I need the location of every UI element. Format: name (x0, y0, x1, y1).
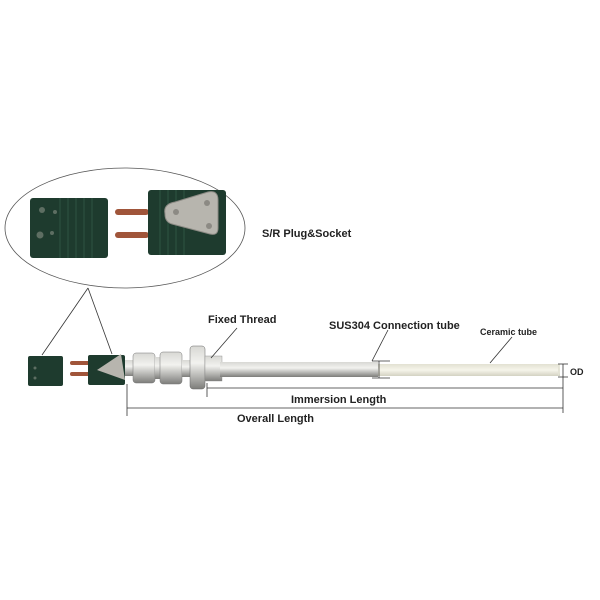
od-label: OD (570, 367, 584, 377)
fixed-thread-nut (189, 345, 206, 390)
callout-line (87, 287, 113, 355)
immersion-length-label: Immersion Length (291, 394, 387, 406)
socket-small (28, 356, 63, 386)
callout-ellipse (4, 167, 246, 289)
dimension-lines (126, 327, 568, 416)
plug-large (148, 190, 226, 255)
fixed-thread-label: Fixed Thread (208, 314, 276, 326)
socket-large (30, 198, 108, 258)
ceramic-tube (378, 364, 560, 376)
thermocouple-assembly (28, 345, 560, 390)
plug-plate-small (97, 354, 125, 380)
callout-line (41, 287, 89, 356)
overall-length-label: Overall Length (237, 413, 314, 425)
connection-tube (220, 362, 378, 377)
plug-socket-label: S/R Plug&Socket (262, 228, 352, 240)
compression-fitting (132, 352, 156, 384)
thread (204, 355, 223, 382)
ceramic-tube-label: Ceramic tube (480, 327, 537, 337)
plug-socket-callout: S/R Plug&Socket (4, 167, 352, 356)
pin-small (70, 361, 90, 365)
compression-fitting (159, 351, 183, 385)
connection-tube-label: SUS304 Connection tube (329, 320, 460, 332)
pin-small (70, 372, 90, 376)
pins-large (115, 209, 149, 238)
